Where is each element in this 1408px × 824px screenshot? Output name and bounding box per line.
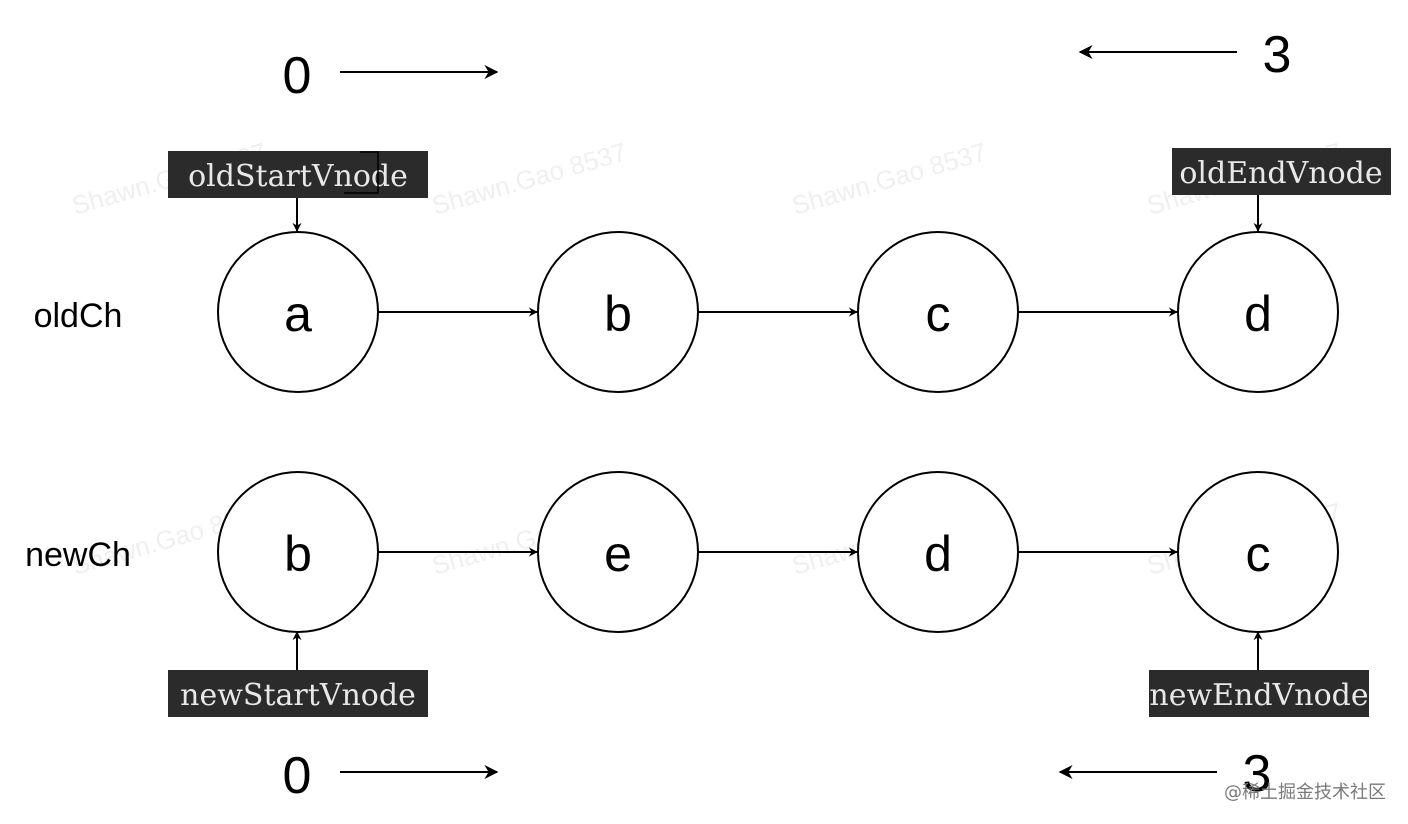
top-start-index: 0 (283, 47, 312, 105)
new-end-pointer-label: newEndVnode (1149, 678, 1368, 713)
bottom-end-index: 3 (1243, 745, 1272, 803)
new-children-row: b e d c (217, 471, 1339, 633)
old-node: d (1177, 231, 1339, 393)
old-children-row: a b c d (217, 231, 1339, 393)
pointer-box (1172, 148, 1391, 195)
old-start-pointer-label: oldStartVnode (188, 159, 408, 194)
node-label: d (1244, 286, 1272, 342)
node-label: a (284, 286, 312, 342)
old-row-label: oldCh (34, 297, 123, 335)
selection-bracket (344, 151, 379, 194)
new-node: c (1177, 471, 1339, 633)
pointer-box (1149, 670, 1369, 717)
bottom-index-markers: 0 3 (283, 745, 1272, 805)
new-node: d (857, 471, 1019, 633)
new-node: e (537, 471, 699, 633)
node-label: c (926, 286, 951, 342)
top-end-index: 3 (1263, 26, 1292, 84)
node-label: b (604, 286, 632, 342)
node-label: b (284, 526, 312, 582)
old-node: b (537, 231, 699, 393)
old-node: a (217, 231, 379, 393)
new-start-pointer-label: newStartVnode (180, 678, 416, 713)
new-end-pointer: newEndVnode (1149, 631, 1369, 717)
pointer-box (168, 670, 428, 717)
new-node: b (217, 471, 379, 633)
old-start-pointer: oldStartVnode (168, 151, 428, 232)
watermark-text: Shawn.Gao 8537 (428, 137, 629, 221)
new-row-label: newCh (25, 536, 131, 574)
old-node: c (857, 231, 1019, 393)
node-label: c (1246, 526, 1271, 582)
node-label: d (924, 526, 952, 582)
new-start-pointer: newStartVnode (168, 631, 428, 717)
top-index-markers: 0 3 (283, 26, 1292, 105)
old-end-pointer-label: oldEndVnode (1179, 156, 1382, 191)
watermark-text: Shawn.Gao 8537 (788, 137, 989, 221)
node-label: e (604, 526, 632, 582)
footer-credit: @稀土掘金技术社区 (1224, 782, 1386, 803)
pointer-box (168, 151, 428, 198)
old-end-pointer: oldEndVnode (1172, 148, 1391, 232)
bottom-start-index: 0 (283, 747, 312, 805)
